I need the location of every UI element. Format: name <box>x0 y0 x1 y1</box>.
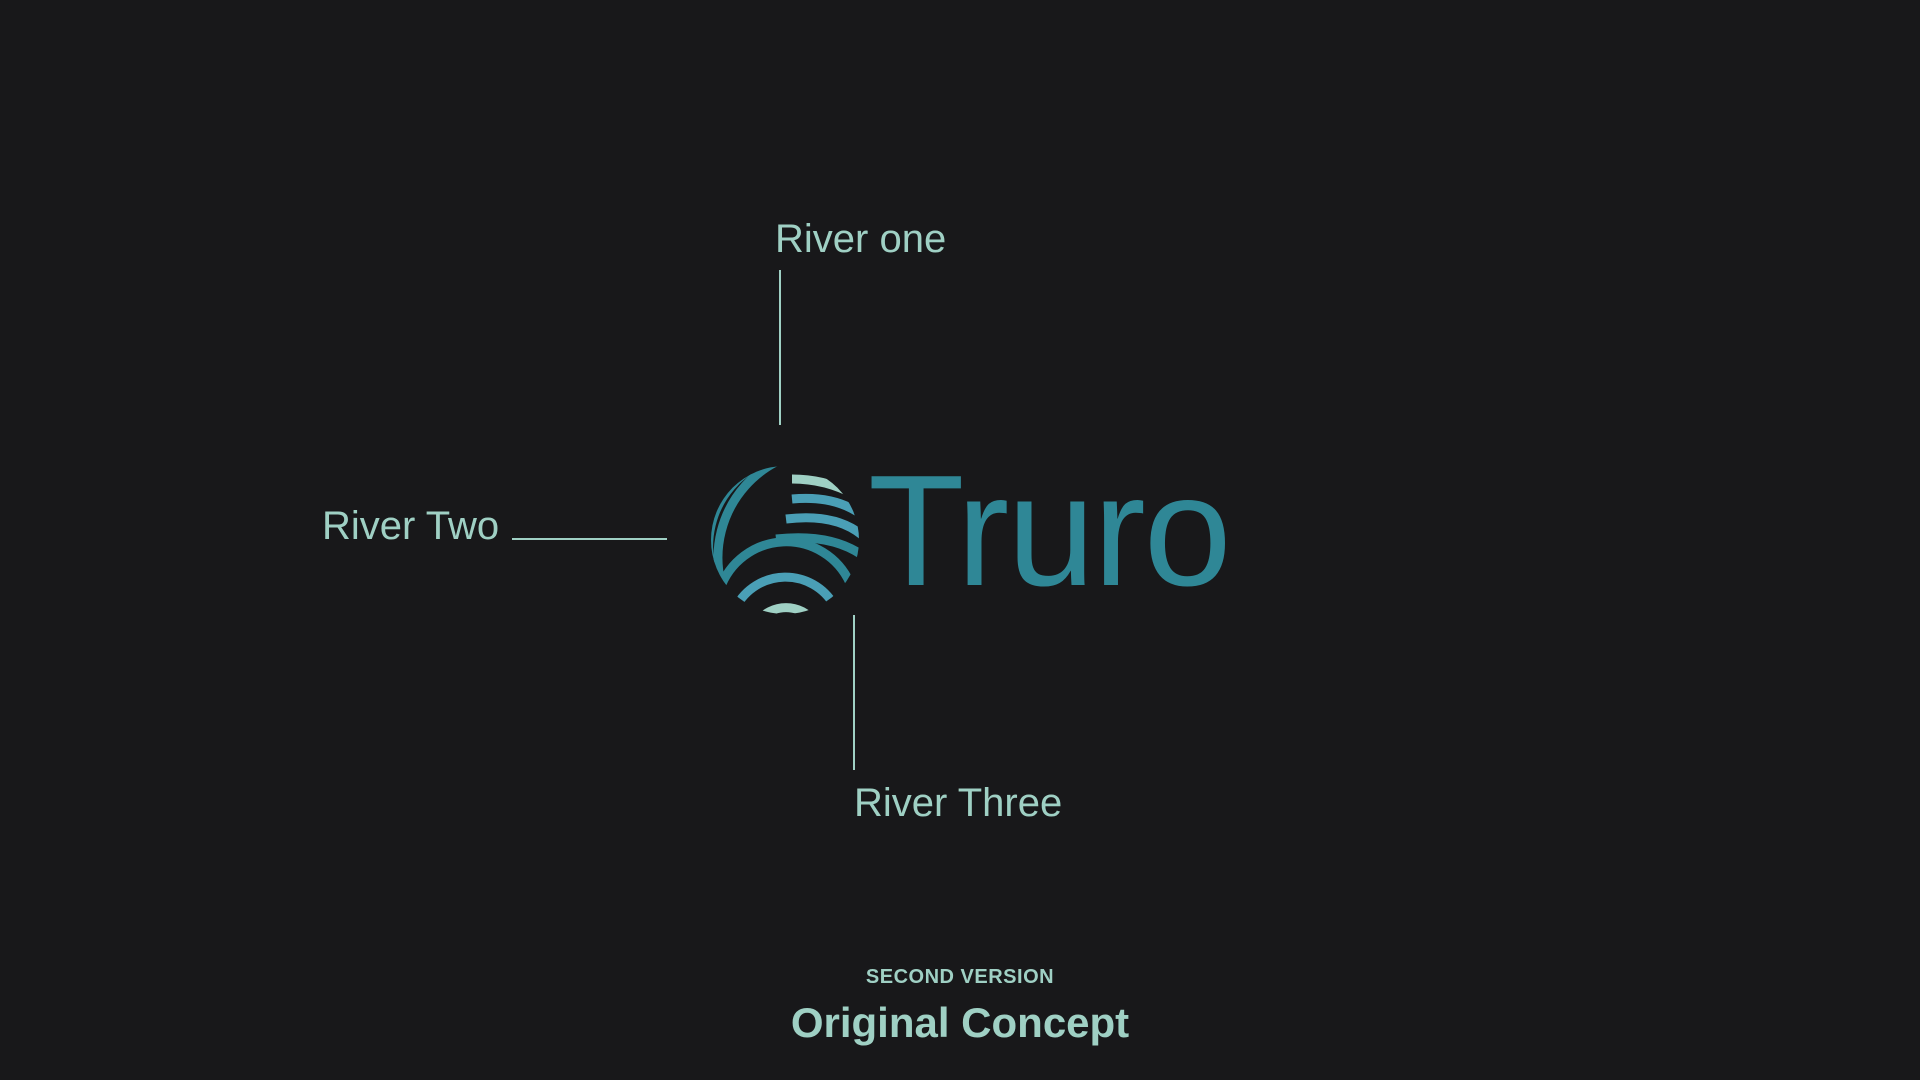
river-three-leader-line <box>853 615 855 770</box>
truro-wordmark: Truro <box>868 443 1232 619</box>
river-three-label: River Three <box>854 781 1063 825</box>
river-two-label: River Two <box>322 504 500 548</box>
striped-globe-icon <box>711 466 859 614</box>
version-caption: SECOND VERSION <box>865 966 1055 988</box>
river-one-label: River one <box>775 217 947 261</box>
river-two-leader-line <box>512 538 667 540</box>
concept-title: Original Concept <box>790 999 1130 1046</box>
river-one-leader-line <box>779 270 781 425</box>
